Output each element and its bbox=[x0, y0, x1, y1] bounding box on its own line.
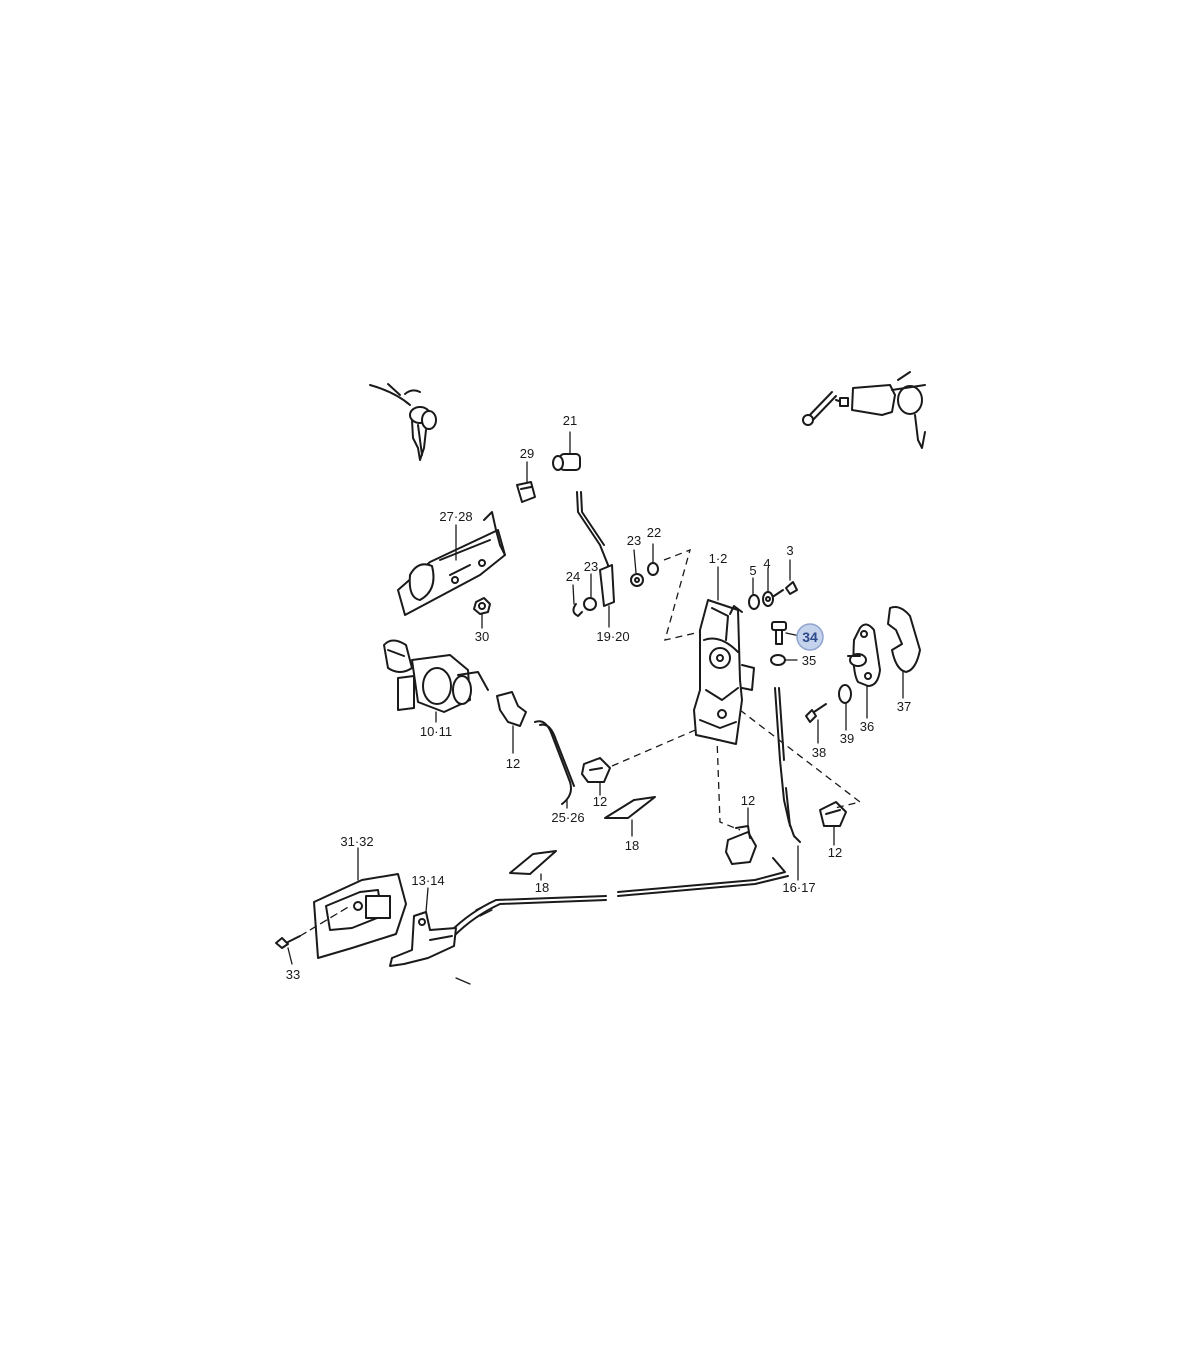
part-16-17-rod bbox=[774, 687, 801, 881]
callout-34: 34 bbox=[802, 629, 818, 645]
callout-33: 33 bbox=[286, 967, 300, 982]
part-3-screw bbox=[773, 559, 798, 597]
callout-36: 36 bbox=[860, 719, 874, 734]
part-10-11-lock-cylinder bbox=[383, 639, 489, 723]
callout-27-28: 27·28 bbox=[439, 509, 472, 524]
part-27-28-outside-handle bbox=[397, 511, 506, 616]
part-21-bushing bbox=[552, 431, 581, 471]
assembly-lines bbox=[611, 548, 862, 831]
part-12-clip-d bbox=[819, 801, 847, 846]
callout-39: 39 bbox=[840, 731, 854, 746]
part-23-washer-a bbox=[630, 549, 644, 587]
callout-31-32: 31·32 bbox=[340, 834, 373, 849]
callout-25-26: 25·26 bbox=[551, 810, 584, 825]
callout-12-a: 12 bbox=[506, 756, 520, 771]
callout-12-d: 12 bbox=[828, 845, 842, 860]
part-12-clip-a bbox=[496, 691, 527, 754]
callout-19-20: 19·20 bbox=[596, 629, 629, 644]
part-25-26-rod bbox=[534, 720, 575, 809]
callout-18-a: 18 bbox=[625, 838, 639, 853]
cable-rod bbox=[449, 857, 789, 937]
part-4-washer bbox=[762, 567, 774, 607]
callout-12-b: 12 bbox=[593, 794, 607, 809]
part-18-gasket-a bbox=[604, 796, 656, 837]
part-22-washer bbox=[647, 543, 659, 576]
part-36-striker-plate bbox=[847, 623, 881, 719]
callout-4: 4 bbox=[763, 556, 770, 571]
callout-18-b: 18 bbox=[535, 880, 549, 895]
part-37-gasket bbox=[887, 606, 921, 699]
part-24-clip bbox=[572, 584, 583, 617]
callout-16-17: 16·17 bbox=[782, 880, 815, 895]
callout-34-highlight: 34 bbox=[796, 623, 824, 651]
part-31-32-inside-handle bbox=[313, 847, 407, 959]
part-13-14-handle-lever bbox=[389, 887, 471, 985]
callout-21: 21 bbox=[563, 413, 577, 428]
part-5-washer bbox=[748, 577, 760, 610]
callout-3: 3 bbox=[786, 543, 793, 558]
part-30-nut bbox=[473, 597, 491, 629]
callout-37: 37 bbox=[897, 699, 911, 714]
part-12-clip-c bbox=[725, 807, 757, 865]
part-19-20-rod bbox=[576, 491, 615, 628]
callout-38: 38 bbox=[812, 745, 826, 760]
callout-1-2: 1·2 bbox=[709, 551, 728, 566]
callout-12-c: 12 bbox=[741, 793, 755, 808]
callout-24: 24 bbox=[566, 569, 580, 584]
part-38-screw bbox=[805, 703, 827, 744]
part-39-washer bbox=[838, 684, 852, 731]
part-1-2-door-lock bbox=[693, 566, 755, 745]
part-23-washer-b bbox=[583, 573, 597, 611]
part-12-clip-b bbox=[581, 757, 611, 796]
callout-5: 5 bbox=[749, 563, 756, 578]
part-29-clip bbox=[516, 461, 536, 503]
callout-35: 35 bbox=[802, 653, 816, 668]
part-18-gasket-b bbox=[509, 850, 557, 881]
callout-13-14: 13·14 bbox=[411, 873, 444, 888]
callout-23-lower: 23 bbox=[584, 559, 598, 574]
part-35-nut bbox=[770, 654, 798, 666]
callout-30: 30 bbox=[475, 629, 489, 644]
callout-10-11: 10·11 bbox=[420, 724, 452, 739]
callout-23-upper: 23 bbox=[627, 533, 641, 548]
part-33-screw bbox=[275, 905, 351, 965]
top-right-lock-part bbox=[802, 371, 926, 449]
part-34-bolt bbox=[771, 621, 801, 645]
top-left-cylinder-key-part bbox=[369, 383, 437, 461]
callout-22: 22 bbox=[647, 525, 661, 540]
callout-29: 29 bbox=[520, 446, 534, 461]
callout-labels: 21 29 27·28 23 22 24 23 19·20 1·2 5 4 3 … bbox=[286, 413, 911, 982]
